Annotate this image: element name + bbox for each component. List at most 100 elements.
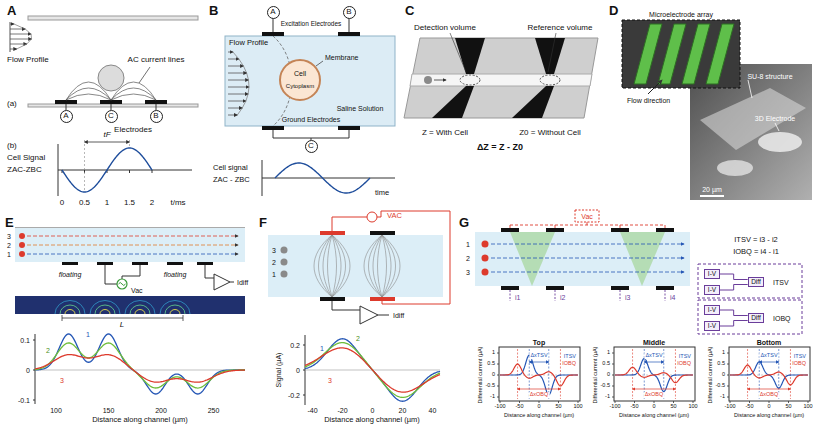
particle-number: 3 <box>6 233 12 240</box>
electrode <box>611 286 629 290</box>
field-contour <box>55 301 85 315</box>
image-label: SU-8 structure <box>746 73 793 80</box>
curve-number: 3 <box>327 377 333 384</box>
flow-arrow <box>228 52 233 53</box>
tick <box>727 375 729 376</box>
circuit-block: I-V <box>704 321 719 332</box>
wire <box>205 265 206 278</box>
signal-wire <box>720 321 748 327</box>
circuit-block: Diff <box>748 313 765 324</box>
tick <box>730 401 731 403</box>
source-box <box>575 210 599 222</box>
cell <box>98 65 124 91</box>
distance-arrow <box>759 362 779 363</box>
cell <box>280 60 320 100</box>
tick-label: -100 <box>493 404 506 410</box>
amplifier-group <box>698 300 802 334</box>
legend-label: IOBQ <box>676 361 692 367</box>
curve-number: 2 <box>45 347 51 354</box>
trajectory <box>27 236 238 237</box>
wire <box>382 304 450 305</box>
guide-line <box>84 140 85 192</box>
tick-label: 0 <box>491 372 496 378</box>
part-label: Detection volume <box>413 24 477 32</box>
tick-label: 2 <box>149 199 155 207</box>
axis-line <box>262 178 395 179</box>
field-line <box>328 235 333 297</box>
field-line <box>369 235 383 297</box>
channel <box>268 235 443 297</box>
equation: IOBQ = i4 - i1 <box>732 248 780 256</box>
tick <box>727 353 729 354</box>
image-label: 3D Electrode <box>754 115 796 122</box>
electrode <box>501 286 519 290</box>
sub-label: (a) <box>6 100 18 108</box>
node-text: A <box>63 112 68 120</box>
tick <box>615 401 616 403</box>
particle-number: 2 <box>6 242 12 249</box>
distance-arrow <box>529 362 549 363</box>
axis-title: Distance along channel (µm) <box>733 413 805 419</box>
axis-unit: time <box>374 189 390 197</box>
axis-title: Distance along channel (µm) <box>618 413 690 419</box>
tick <box>612 386 614 387</box>
field-contour <box>95 305 115 314</box>
flow-label: Flow Profile <box>6 56 50 64</box>
marker-line <box>517 349 518 399</box>
tick-label: 50 <box>669 404 677 410</box>
signal-curve <box>275 163 370 193</box>
wire <box>332 310 360 311</box>
wire <box>381 211 382 217</box>
tick-label: 50 <box>784 404 792 410</box>
panel-letter: E <box>4 216 15 229</box>
particle <box>482 241 489 248</box>
particle-number: 2 <box>271 259 277 266</box>
signal-curve <box>615 359 693 392</box>
legend-label: ITSV <box>563 354 577 360</box>
source-label: Vac <box>130 287 144 294</box>
wire <box>620 290 621 301</box>
distance-arrow <box>748 389 791 390</box>
part-label: Membrane <box>324 54 359 61</box>
wire <box>587 222 588 225</box>
flow-arrow <box>10 24 14 25</box>
wire <box>510 225 665 226</box>
signal-wire <box>720 285 748 291</box>
node-text: I-V <box>708 307 716 314</box>
wire <box>510 290 511 301</box>
tick <box>612 353 614 354</box>
tick <box>539 401 540 403</box>
electrode <box>100 100 122 104</box>
panel-letter: B <box>208 4 219 17</box>
dimension-line <box>62 315 63 321</box>
field-contour <box>160 301 190 315</box>
signal-curve <box>305 343 440 398</box>
axis-title: Distance along channel (µm) <box>503 413 575 419</box>
dimension-line <box>62 318 183 319</box>
tick <box>612 397 614 398</box>
signal-curve <box>35 343 245 388</box>
signal-wire <box>720 274 748 280</box>
particle-number: 3 <box>271 247 277 254</box>
equation: ΔZ = Z - Z0 <box>476 143 524 152</box>
flow-arrow <box>648 80 662 94</box>
wire <box>230 282 234 283</box>
field-line <box>382 235 396 297</box>
electrode <box>97 262 113 265</box>
terminal-circle: B <box>343 6 356 19</box>
leader-line <box>775 123 779 131</box>
tick <box>500 401 501 403</box>
distance-label: ΔxTSV <box>644 353 663 359</box>
electrode <box>338 32 360 36</box>
tick-label: -100 <box>723 404 736 410</box>
axis-title: Cell Signal <box>6 154 46 162</box>
part-label: Saline Solution <box>336 105 385 112</box>
electrode <box>546 228 564 232</box>
signal-label: ITSV <box>772 279 790 286</box>
signal-label: Idiff <box>392 312 405 319</box>
wire <box>450 211 451 304</box>
tick-label: -40 <box>306 407 318 414</box>
